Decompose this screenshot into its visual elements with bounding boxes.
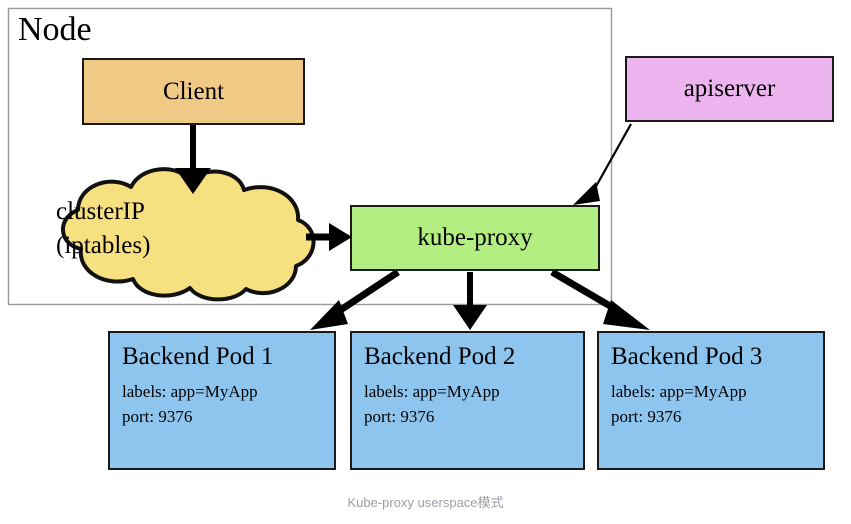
backend-pod-3-box[interactable]: Backend Pod 3 labels: app=MyApp port: 93… bbox=[597, 331, 825, 470]
backend-pod-1-port: port: 9376 bbox=[122, 407, 193, 426]
backend-pod-1-box[interactable]: Backend Pod 1 labels: app=MyApp port: 93… bbox=[108, 331, 336, 470]
edge-kubeproxy-to-pod-1 bbox=[310, 269, 400, 330]
backend-pod-1-title: Backend Pod 1 bbox=[122, 343, 274, 370]
kube-proxy-label: kube-proxy bbox=[417, 224, 533, 251]
edge-client-to-clusterip bbox=[175, 125, 211, 194]
apiserver-box[interactable]: apiserver bbox=[625, 56, 834, 122]
node-label: Node bbox=[18, 11, 92, 48]
backend-pod-3-port: port: 9376 bbox=[611, 407, 682, 426]
backend-pod-2-labels: labels: app=MyApp bbox=[364, 382, 500, 401]
kube-proxy-box[interactable]: kube-proxy bbox=[350, 205, 600, 271]
edge-kubeproxy-to-pod-3 bbox=[550, 268, 650, 330]
backend-pod-1-labels: labels: app=MyApp bbox=[122, 382, 258, 401]
edge-kubeproxy-to-pod-2 bbox=[453, 272, 487, 330]
backend-pod-3-title: Backend Pod 3 bbox=[611, 343, 763, 370]
node-boundary bbox=[7, 7, 613, 306]
backend-pod-3-labels: labels: app=MyApp bbox=[611, 382, 747, 401]
client-label: Client bbox=[162, 77, 225, 105]
backend-pod-2-box[interactable]: Backend Pod 2 labels: app=MyApp port: 93… bbox=[350, 331, 585, 470]
backend-pod-2-title: Backend Pod 2 bbox=[364, 343, 516, 370]
diagram-caption: Kube-proxy userspace模式 bbox=[347, 495, 504, 510]
clusterip-cloud bbox=[61, 167, 316, 302]
edge-apiserver-to-kubeproxy bbox=[573, 123, 632, 205]
backend-pod-2-port: port: 9376 bbox=[364, 407, 435, 426]
client-box[interactable]: Client bbox=[82, 58, 305, 125]
apiserver-label: apiserver bbox=[683, 75, 776, 102]
edge-clusterip-to-kubeproxy bbox=[306, 223, 352, 251]
